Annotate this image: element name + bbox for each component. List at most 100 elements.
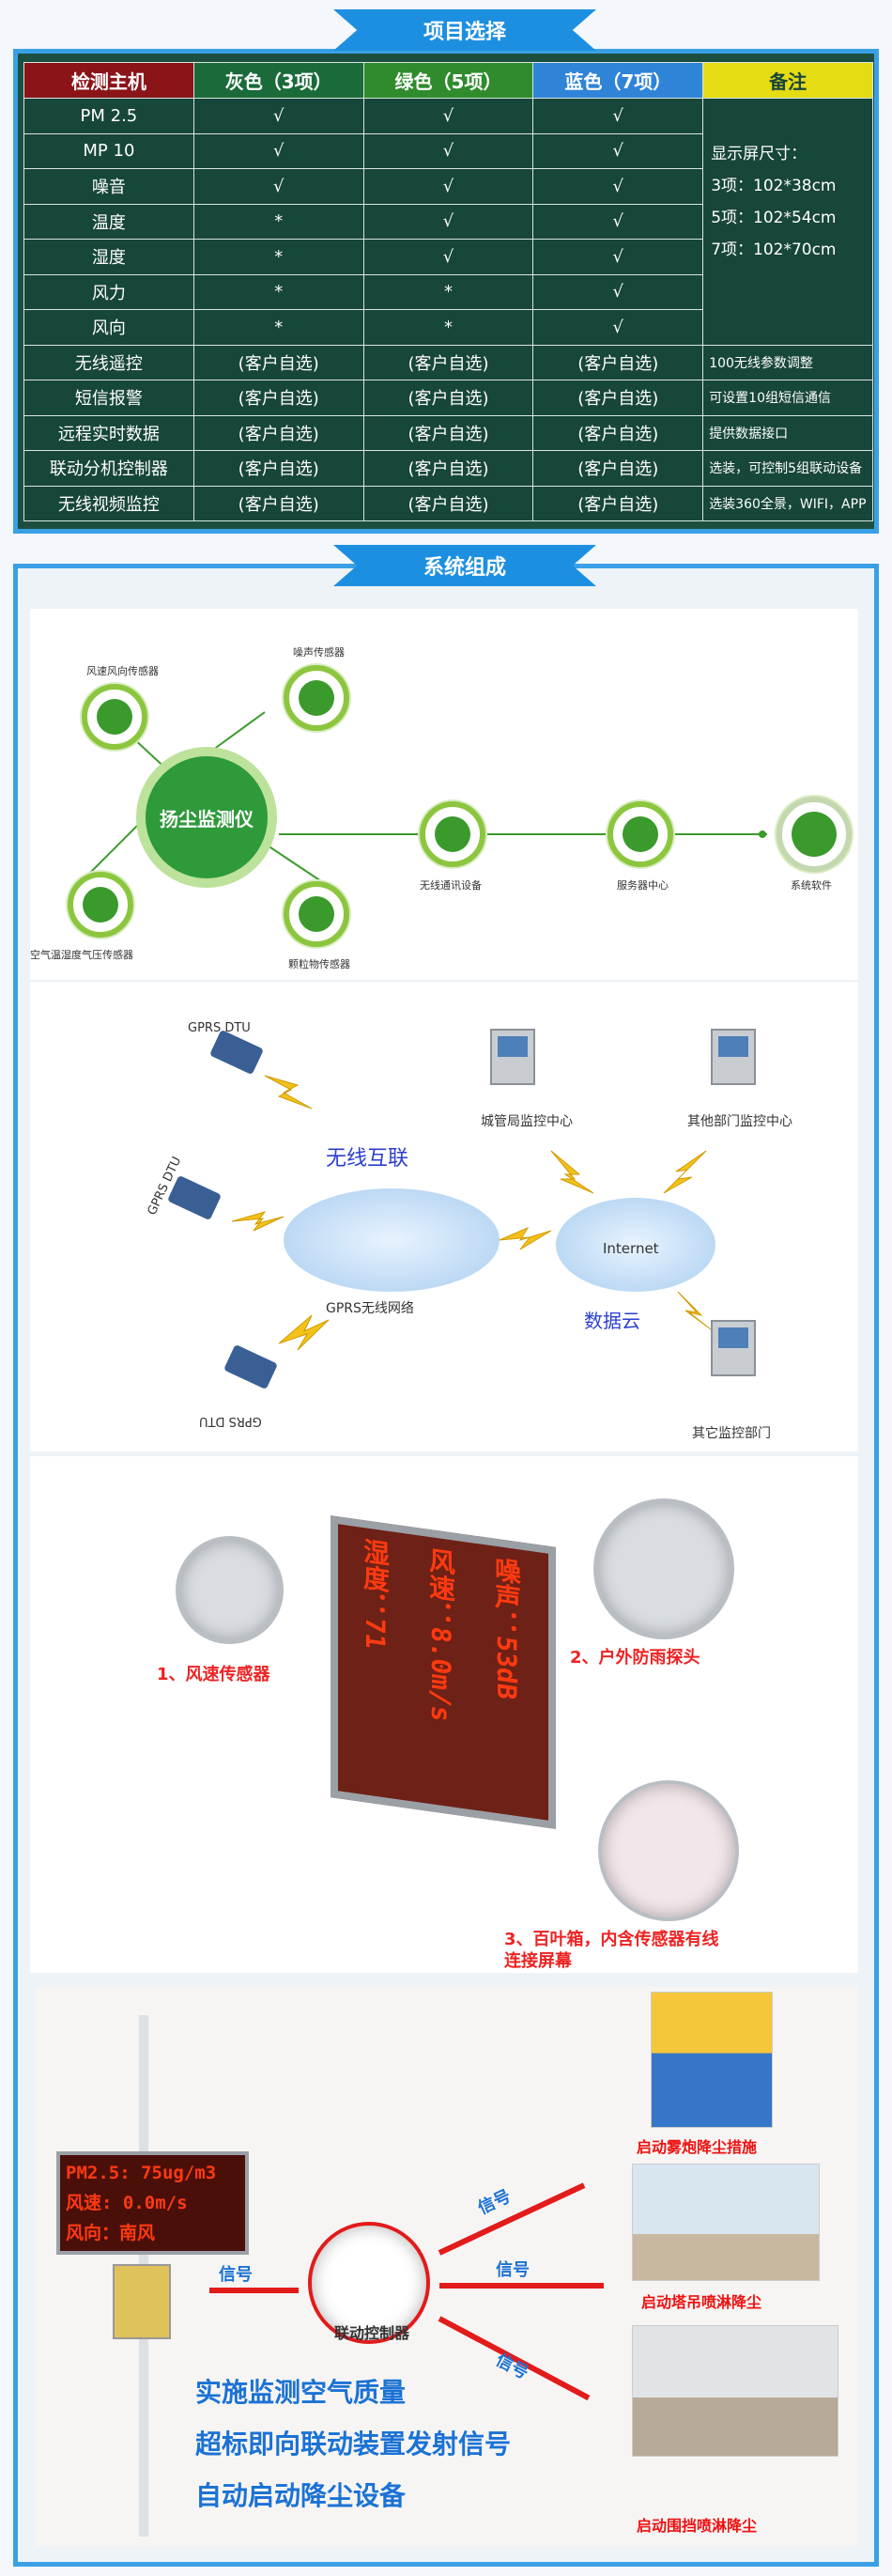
wireless-title: 无线互联 xyxy=(326,1147,409,1171)
row-cell: * xyxy=(192,239,364,275)
header-note: 备注 xyxy=(702,62,873,99)
other-monitor-pc-icon xyxy=(711,1320,756,1376)
label-dtu-1: GPRS DTU xyxy=(188,1021,251,1035)
row-cell: √ xyxy=(532,309,704,346)
note-line: 7项：102*70cm xyxy=(711,241,837,259)
label-internet: Internet xyxy=(603,1240,659,1257)
row-cell: √ xyxy=(532,132,704,169)
table-row: 风向**√ xyxy=(23,309,873,346)
section-title-system: 系统组成 xyxy=(333,545,596,586)
air-sensor-icon xyxy=(68,872,133,938)
gprs-cloud-icon xyxy=(284,1188,500,1292)
header-green: 绿色（5项） xyxy=(362,62,534,99)
diagram-linkage: PM2.5: 75ug/m3 风速: 0.0m/s 风向：南风 信号 联动控制器… xyxy=(36,1987,858,2546)
label-tower-crane: 启动塔吊喷淋降尘 xyxy=(641,2293,762,2311)
row-cell: √ xyxy=(362,98,534,134)
row-cell: (客户自选) xyxy=(192,414,364,451)
row-cell: √ xyxy=(192,98,364,134)
row-cell: √ xyxy=(362,132,534,169)
row-cell: (客户自选) xyxy=(362,380,534,416)
arrow-to-tower-crane xyxy=(439,2283,604,2289)
label-rain-probe: 2、户外防雨探头 xyxy=(570,1648,700,1668)
louver-box-photo xyxy=(598,1780,739,1921)
row-cell: (客户自选) xyxy=(532,380,704,416)
row-cell: * xyxy=(362,309,534,346)
row-cell: √ xyxy=(362,168,534,205)
row-remark: 100无线参数调整 xyxy=(702,344,873,380)
row-cell: * xyxy=(192,203,364,240)
row-cell: √ xyxy=(532,273,704,310)
table-row: 噪音√√√ xyxy=(23,168,873,205)
fence-spray-photo xyxy=(632,2325,838,2457)
wind-sensor-photo xyxy=(176,1536,284,1644)
software-icon xyxy=(777,797,852,872)
note-line: 5项：102*54cm xyxy=(711,209,837,227)
other-dept-pc-icon xyxy=(711,1029,756,1085)
row-cell: √ xyxy=(532,239,704,275)
label-signal-2: 信号 xyxy=(474,2186,515,2219)
label-signal-3: 信号 xyxy=(496,2260,530,2280)
row-cell: (客户自选) xyxy=(362,344,534,380)
row-cell: √ xyxy=(362,239,534,275)
screen-line-2: 风速：8.0m/s xyxy=(425,1545,456,1725)
row-label: 湿度 xyxy=(23,239,194,275)
row-cell: √ xyxy=(532,203,704,240)
label-fence-spray: 启动围挡喷淋降尘 xyxy=(637,2517,758,2535)
table-row: 短信报警(客户自选)(客户自选)(客户自选)可设置10组短信通信 xyxy=(23,380,873,416)
label-gprs-net: GPRS无线网络 xyxy=(326,1301,414,1316)
row-cell: (客户自选) xyxy=(362,485,534,521)
row-remark: 选装，可控制5组联动设备 xyxy=(702,450,873,487)
note-title: 显示屏尺寸： xyxy=(711,145,807,163)
row-cell: * xyxy=(192,309,364,346)
table-row: 湿度*√√ xyxy=(23,239,873,275)
fog-cannon-photo xyxy=(651,1992,773,2128)
row-label: 联动分机控制器 xyxy=(23,450,194,487)
row-label: 无线视频监控 xyxy=(23,485,194,521)
diagram-network: GPRS DTU GPRS DTU GPRS DTU 无线互联 GPRS无线网络… xyxy=(30,982,858,1451)
diagram-hardware: 噪声：53dB 风速：8.0m/s 湿度：71 1、风速传感器 2、户外防雨探头… xyxy=(30,1456,858,1973)
row-label: 噪音 xyxy=(23,168,194,205)
table-row: MP 10√√√ xyxy=(23,132,873,169)
wind-sensor-icon xyxy=(82,684,147,750)
row-cell: (客户自选) xyxy=(532,485,704,521)
label-louver-box-2: 连接屏幕 xyxy=(504,1951,572,1971)
led-line-1: PM2.5: 75ug/m3 xyxy=(66,2163,217,2183)
row-cell: (客户自选) xyxy=(532,414,704,451)
row-cell: √ xyxy=(192,132,364,169)
table-row: 远程实时数据(客户自选)(客户自选)(客户自选)提供数据接口 xyxy=(23,414,873,451)
noise-sensor-icon xyxy=(284,665,349,731)
table-row: 无线视频监控(客户自选)(客户自选)(客户自选)选装360全景，WIFI，APP xyxy=(23,485,873,521)
arrow-to-controller xyxy=(209,2288,299,2293)
label-wind-sensor-hw: 1、风速传感器 xyxy=(157,1665,270,1684)
control-box xyxy=(113,2264,171,2339)
note-line: 3项：102*38cm xyxy=(711,177,837,195)
row-cell: (客户自选) xyxy=(362,414,534,451)
server-icon xyxy=(607,801,673,867)
row-label: PM 2.5 xyxy=(23,98,194,134)
wireless-device-icon xyxy=(420,801,485,867)
screen-line-1: 噪声：53dB xyxy=(491,1555,522,1702)
row-cell: (客户自选) xyxy=(192,485,364,521)
header-blue: 蓝色（7项） xyxy=(532,62,704,99)
row-label: 无线遥控 xyxy=(23,344,194,380)
note-display-size: 显示屏尺寸： 3项：102*38cm 5项：102*54cm 7项：102*70cm xyxy=(702,98,873,346)
lightning-links xyxy=(231,1075,712,1351)
tower-crane-photo xyxy=(632,2164,820,2281)
table-row: 联动分机控制器(客户自选)(客户自选)(客户自选)选装，可控制5组联动设备 xyxy=(23,450,873,487)
table-row: 风力**√ xyxy=(23,273,873,310)
row-cell: (客户自选) xyxy=(192,380,364,416)
particle-sensor-icon xyxy=(284,881,349,947)
slogan-1: 实施监测空气质量 xyxy=(195,2377,407,2408)
header-gray: 灰色（3项） xyxy=(192,62,364,99)
row-remark: 可设置10组短信通信 xyxy=(702,380,873,416)
row-cell: √ xyxy=(532,98,704,134)
table-header-row: 检测主机 灰色（3项） 绿色（5项） 蓝色（7项） 备注 xyxy=(23,62,873,99)
led-display-board: 噪声：53dB 风速：8.0m/s 湿度：71 xyxy=(331,1515,556,1829)
label-louver-box: 3、百叶箱，内含传感器有线 xyxy=(504,1930,719,1949)
row-cell: (客户自选) xyxy=(192,344,364,380)
label-noise-sensor: 噪声传感器 xyxy=(293,646,345,659)
row-label: 温度 xyxy=(23,203,194,240)
row-cell: (客户自选) xyxy=(532,450,704,487)
row-label: 远程实时数据 xyxy=(23,414,194,451)
row-cell: √ xyxy=(532,168,704,205)
